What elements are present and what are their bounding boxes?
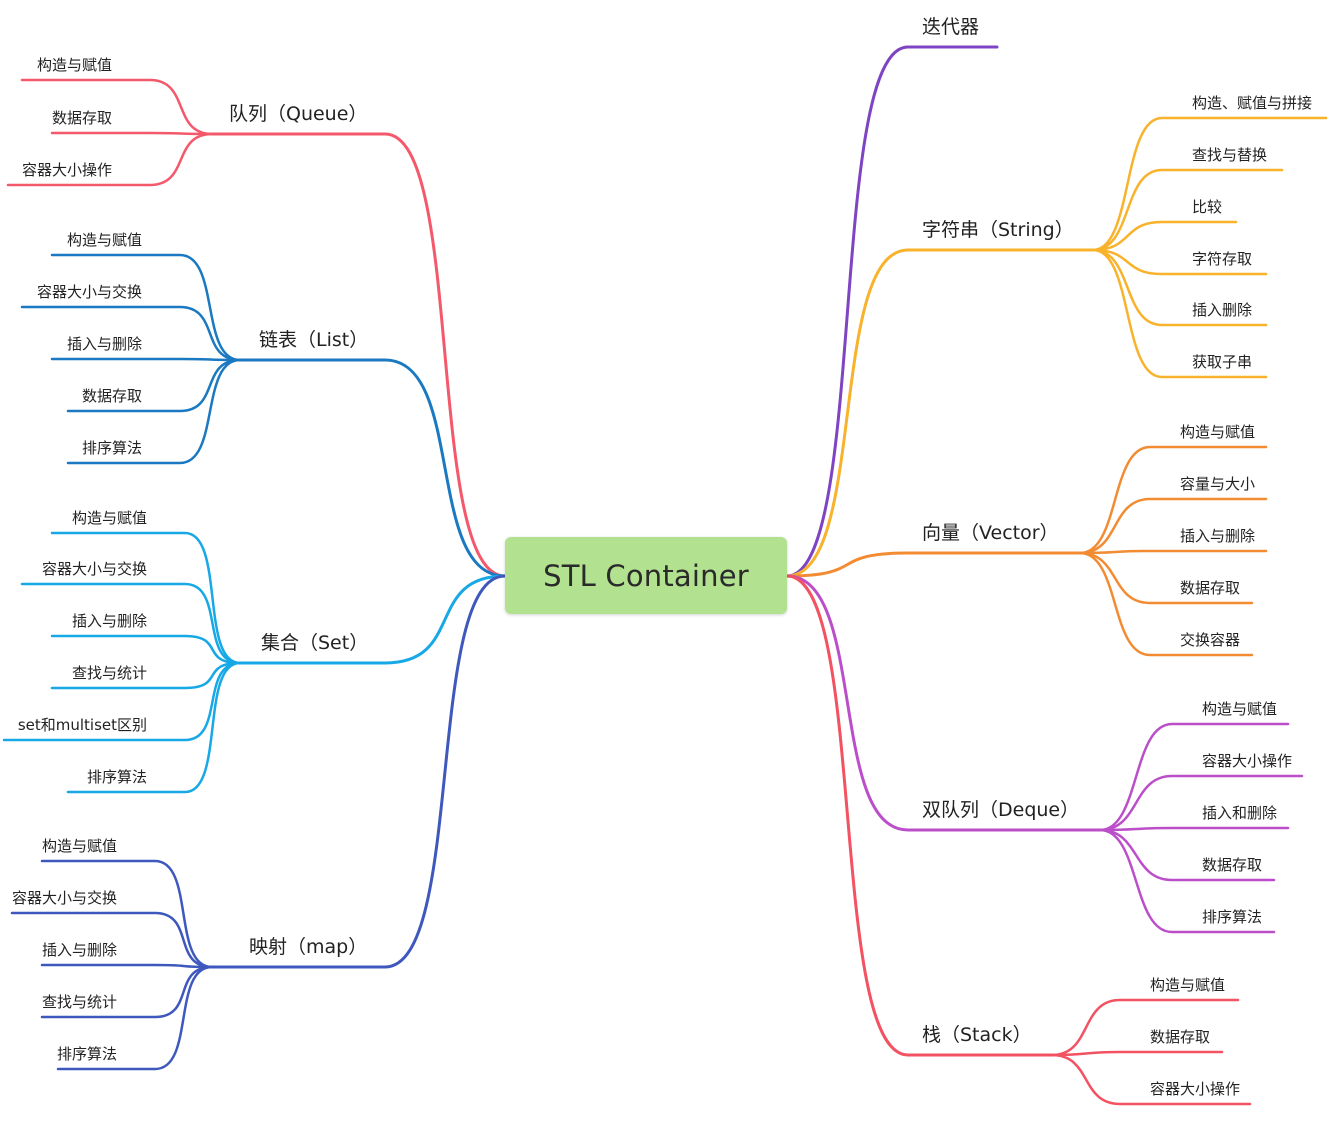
branch-3-child-1-connector xyxy=(1098,774,1304,832)
branch-6-label[interactable]: 链表（List） xyxy=(259,329,369,351)
branch-7-child-4-label[interactable]: set和multiset区别 xyxy=(17,716,147,734)
branch-2-child-0-connector xyxy=(1078,445,1268,555)
branch-1-child-3-label[interactable]: 字符存取 xyxy=(1192,250,1253,268)
branch-4-label[interactable]: 栈（Stack） xyxy=(922,1024,1032,1046)
branch-8-child-2-label[interactable]: 插入与删除 xyxy=(41,941,117,959)
branch-8-connector xyxy=(210,574,507,969)
branch-2-connector xyxy=(785,551,1082,578)
branch-3-child-3-connector xyxy=(1098,828,1276,882)
branch-4-child-0-connector xyxy=(1050,998,1240,1057)
branch-5-child-2-connector xyxy=(6,132,214,187)
branch-7-child-2-connector xyxy=(50,634,242,665)
branch-8-child-3-connector xyxy=(40,965,214,1019)
branch-2-child-3-label[interactable]: 数据存取 xyxy=(1180,579,1241,597)
branch-1-child-0-label[interactable]: 构造、赋值与拼接 xyxy=(1192,94,1313,112)
branch-8-child-3-label[interactable]: 查找与统计 xyxy=(41,993,117,1011)
branch-1-child-4-connector xyxy=(1091,248,1268,327)
branch-6-connector xyxy=(238,358,507,578)
branch-6-child-2-connector xyxy=(50,357,242,362)
branch-5-child-2-label[interactable]: 容器大小操作 xyxy=(21,161,112,179)
branch-5-child-1-connector xyxy=(50,131,214,136)
branch-8-child-0-label[interactable]: 构造与赋值 xyxy=(41,837,117,855)
branch-1-connector xyxy=(785,248,1095,578)
branch-3-child-4-connector xyxy=(1098,828,1276,934)
branch-1-child-4-label[interactable]: 插入删除 xyxy=(1192,301,1253,319)
branch-7-child-5-connector xyxy=(66,661,242,794)
branch-1-child-3-connector xyxy=(1091,248,1268,276)
branch-4-child-2-label[interactable]: 容器大小操作 xyxy=(1150,1080,1241,1098)
branch-4-child-0-label[interactable]: 构造与赋值 xyxy=(1150,976,1226,994)
branch-7-child-4-connector xyxy=(2,661,242,742)
branch-7-child-0-connector xyxy=(50,531,242,665)
branch-7-child-3-label[interactable]: 查找与统计 xyxy=(71,664,147,682)
branch-7-child-5-label[interactable]: 排序算法 xyxy=(86,768,147,786)
branch-2-child-1-label[interactable]: 容量与大小 xyxy=(1180,475,1256,493)
branch-7-child-1-connector xyxy=(20,582,242,665)
branch-7-child-3-connector xyxy=(50,661,242,690)
branch-8-child-4-connector xyxy=(56,965,214,1071)
branch-0-connector xyxy=(785,45,999,578)
branch-6-child-0-connector xyxy=(50,253,242,362)
branch-8-child-1-connector xyxy=(10,911,214,969)
branch-2-label[interactable]: 向量（Vector） xyxy=(922,522,1059,544)
branch-6-child-1-connector xyxy=(20,305,242,362)
branch-0-label[interactable]: 迭代器 xyxy=(922,16,980,38)
branch-3-child-1-label[interactable]: 容器大小操作 xyxy=(1202,752,1293,770)
branch-1-child-1-connector xyxy=(1091,168,1284,252)
branch-3-child-3-label[interactable]: 数据存取 xyxy=(1202,856,1263,874)
branch-6-child-4-connector xyxy=(66,358,242,465)
branch-6-child-2-label[interactable]: 插入与删除 xyxy=(66,335,142,353)
branch-3-child-0-connector xyxy=(1098,722,1290,832)
branch-3-child-0-label[interactable]: 构造与赋值 xyxy=(1202,700,1278,718)
branch-5-child-1-label[interactable]: 数据存取 xyxy=(51,109,112,127)
branch-2-child-1-connector xyxy=(1078,497,1268,555)
branch-5-child-0-label[interactable]: 构造与赋值 xyxy=(36,56,112,74)
branch-3-child-2-label[interactable]: 插入和删除 xyxy=(1202,804,1278,822)
central-topic-node[interactable]: STL Container xyxy=(505,537,787,614)
branch-5-connector xyxy=(210,132,507,578)
branch-1-child-5-label[interactable]: 获取子串 xyxy=(1192,353,1253,371)
branch-4-connector xyxy=(785,574,1054,1057)
branch-2-child-4-label[interactable]: 交换容器 xyxy=(1180,631,1241,649)
branch-1-label[interactable]: 字符串（String） xyxy=(922,219,1074,241)
branch-2-child-0-label[interactable]: 构造与赋值 xyxy=(1180,423,1256,441)
branch-5-child-0-connector xyxy=(20,78,214,136)
branch-6-child-1-label[interactable]: 容器大小与交换 xyxy=(36,283,142,301)
branch-1-child-1-label[interactable]: 查找与替换 xyxy=(1192,146,1268,164)
branch-8-child-4-label[interactable]: 排序算法 xyxy=(56,1045,117,1063)
branch-6-child-3-connector xyxy=(66,358,242,413)
branch-8-child-0-connector xyxy=(40,859,214,969)
branch-1-child-2-label[interactable]: 比较 xyxy=(1192,198,1223,216)
central-topic-title: STL Container xyxy=(543,558,749,593)
branch-1-child-2-connector xyxy=(1091,220,1238,252)
branch-4-child-1-connector xyxy=(1050,1050,1224,1057)
branch-8-child-2-connector xyxy=(40,963,214,969)
branch-3-label[interactable]: 双队列（Deque） xyxy=(922,799,1080,821)
branch-1-child-5-connector xyxy=(1091,248,1268,379)
branch-6-child-0-label[interactable]: 构造与赋值 xyxy=(66,231,142,249)
branch-2-child-3-connector xyxy=(1078,551,1254,605)
branch-4-child-2-connector xyxy=(1050,1053,1252,1106)
branch-8-label[interactable]: 映射（map） xyxy=(249,936,368,958)
branch-7-label[interactable]: 集合（Set） xyxy=(261,632,369,654)
branch-4-child-1-label[interactable]: 数据存取 xyxy=(1150,1028,1211,1046)
branch-1-child-0-connector xyxy=(1091,116,1328,252)
branch-7-child-1-label[interactable]: 容器大小与交换 xyxy=(41,560,147,578)
branch-7-connector xyxy=(238,574,507,665)
branch-6-child-3-label[interactable]: 数据存取 xyxy=(81,387,142,405)
branch-3-child-4-label[interactable]: 排序算法 xyxy=(1202,908,1263,926)
branch-2-child-2-connector xyxy=(1078,549,1268,555)
branch-7-child-0-label[interactable]: 构造与赋值 xyxy=(71,509,147,527)
branch-5-label[interactable]: 队列（Queue） xyxy=(229,103,368,125)
branch-8-child-1-label[interactable]: 容器大小与交换 xyxy=(11,889,117,907)
branch-3-connector xyxy=(785,574,1102,832)
branch-3-child-2-connector xyxy=(1098,826,1290,832)
branch-2-child-4-connector xyxy=(1078,551,1254,657)
branch-7-child-2-label[interactable]: 插入与删除 xyxy=(71,612,147,630)
branch-2-child-2-label[interactable]: 插入与删除 xyxy=(1180,527,1256,545)
branch-6-child-4-label[interactable]: 排序算法 xyxy=(81,439,142,457)
